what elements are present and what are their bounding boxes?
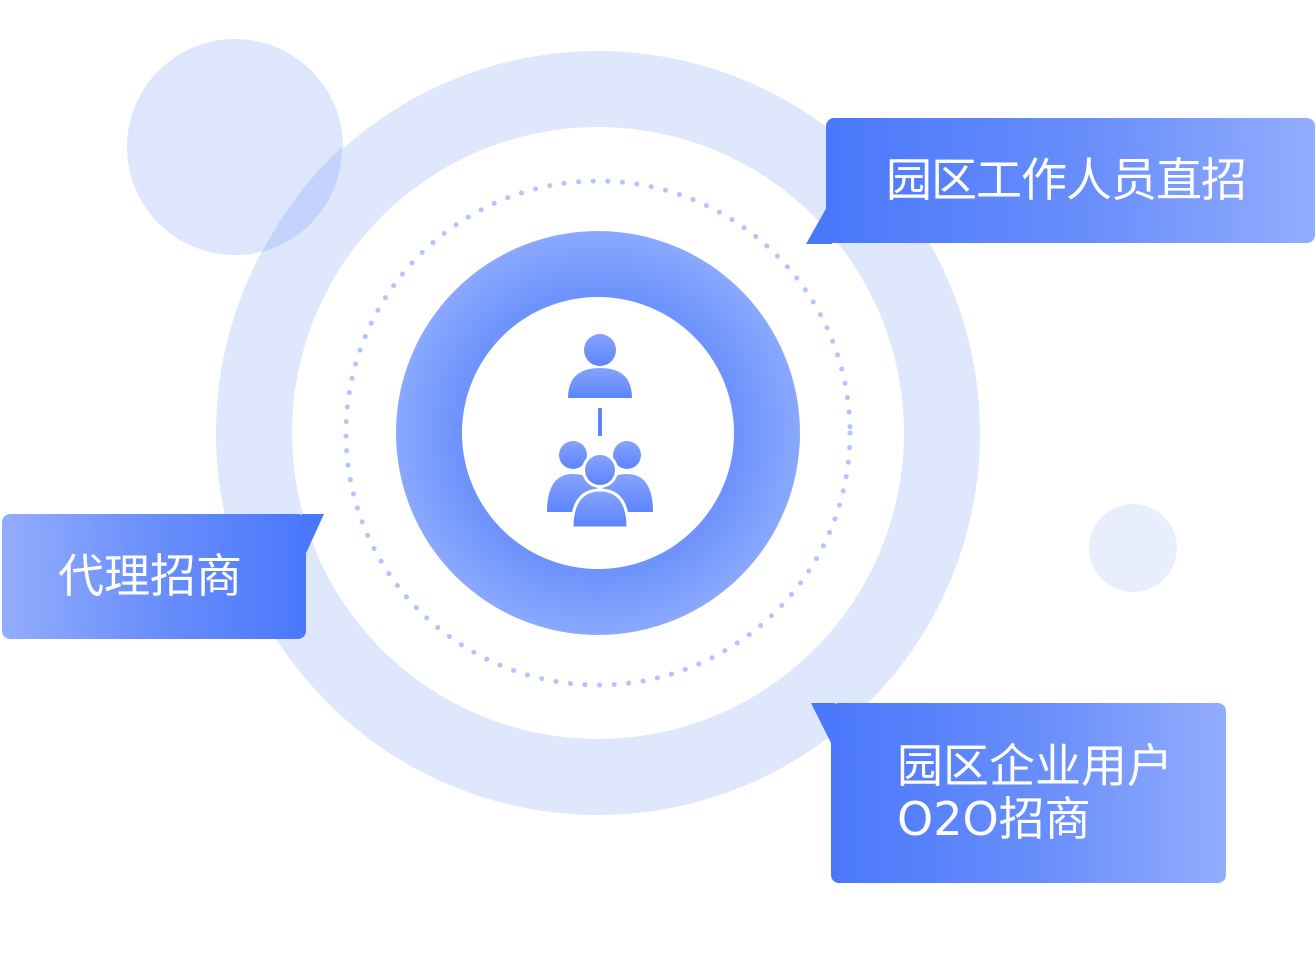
callout-bottom-label-line2: O2O招商 xyxy=(897,792,1091,846)
people-hierarchy-icon xyxy=(547,334,653,530)
decor-circle-large xyxy=(127,39,343,255)
dotted-ring xyxy=(343,178,853,688)
callout-bottom-label-line1: 园区企业用户 xyxy=(897,739,1173,794)
overlap-tint xyxy=(262,147,343,252)
callout-agent-recruiting: 代理招商 xyxy=(2,514,324,639)
callout-left-label: 代理招商 xyxy=(58,549,242,604)
callout-park-staff-recruiting: 园区工作人员直招 xyxy=(806,118,1315,244)
callout-top-label: 园区工作人员直招 xyxy=(886,153,1247,208)
decor-circle-small xyxy=(1089,504,1177,592)
callout-enterprise-o2o-recruiting: 园区企业用户 O2O招商 xyxy=(811,703,1226,883)
